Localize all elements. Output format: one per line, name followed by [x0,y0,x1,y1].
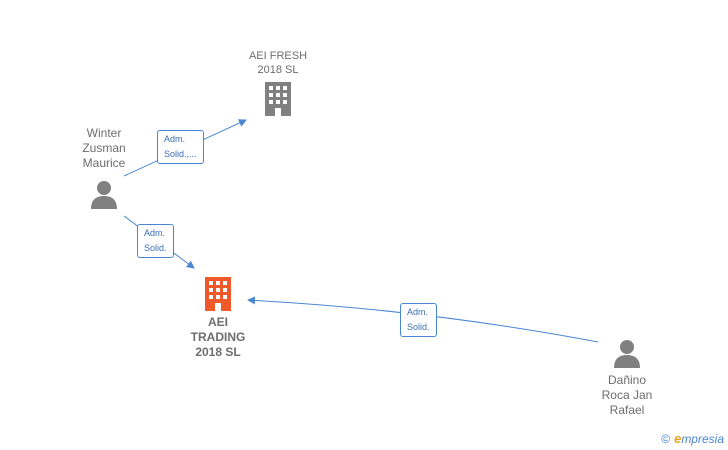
copyright-symbol: © [661,432,671,446]
edge-label-line2: Solid. [407,322,430,332]
building-icon [265,82,291,116]
edge-label-winter-fresh[interactable]: Adm. Solid.,... [157,130,204,164]
node-winter-label: Winter Zusman Maurice [82,126,126,170]
edge-label-line1: Adm. [144,228,166,238]
brand-initial: e [674,431,682,446]
person-icon [91,181,117,209]
edge-label-line2: Solid.,... [164,149,197,159]
edge-label-line1: Adm. [164,134,186,144]
node-aei-trading[interactable]: AEI TRADING 2018 SL [176,276,260,360]
edge-label-danino-trading[interactable]: Adm. Solid. [400,303,437,337]
node-danino-label: Dañino Roca Jan Rafael [601,373,653,417]
building-icon [205,277,231,311]
empresia-logo: ©empresia [661,431,724,446]
node-aei-trading-label: AEI TRADING 2018 SL [190,315,246,359]
node-winter-zusman-maurice[interactable]: Winter Zusman Maurice [62,126,146,210]
edge-label-line1: Adm. [407,307,429,317]
edge-label-line2: Solid. [144,243,167,253]
edge-label-winter-trading[interactable]: Adm. Solid. [137,224,174,258]
node-aei-fresh[interactable]: AEI FRESH 2018 SL [236,49,320,117]
node-aei-fresh-label: AEI FRESH 2018 SL [248,50,308,76]
node-danino-roca-jan-rafael[interactable]: Dañino Roca Jan Rafael [584,339,670,418]
person-icon [614,340,640,368]
brand-name: mpresia [681,432,724,446]
